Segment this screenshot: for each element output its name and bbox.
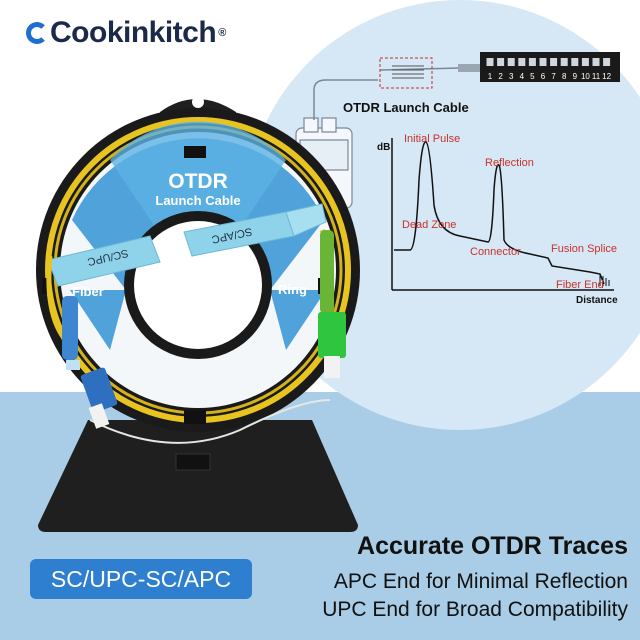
label-fusion-splice: Fusion Splice [551,243,617,255]
patch-port-label: 11 [592,72,601,81]
diagram-connector [458,64,480,72]
label-inner-glow [110,121,286,240]
patch-port-label: 4 [520,72,525,81]
patch-port [539,58,547,66]
label-dead-zone: Dead Zone [402,219,456,231]
patch-port [550,58,558,66]
tag-left: SC/UPC [47,235,161,287]
spool-subtitle: Launch Cable [155,193,240,208]
patch-port-label: 1 [488,72,493,81]
feature-line-apc: APC End for Minimal Reflection [333,570,628,593]
patch-port-label: 7 [551,72,556,81]
white-fiber [89,399,331,444]
patch-port [603,58,611,66]
logo-c-icon [26,22,48,44]
patch-port [560,58,568,66]
patch-port-label: 8 [562,72,567,81]
patch-port-label: 10 [581,72,590,81]
spool-right-word: Ring [278,282,307,297]
patch-port [592,58,600,66]
patch-port-label: 5 [530,72,535,81]
patch-panel [480,52,620,82]
brand-logo: Cookinkitch® [26,16,226,50]
label-lower-right [270,290,326,350]
label-reflection: Reflection [485,157,534,169]
label-initial-pulse: Initial Pulse [404,133,460,145]
patch-port-label: 3 [509,72,514,81]
patch-port-label: 2 [498,72,503,81]
spool-title: OTDR [168,170,228,193]
patch-port [518,58,526,66]
label-lower-left [70,290,126,350]
spool-hub [134,221,262,349]
label-fiber-end: Fiber End [556,279,604,291]
patch-port [497,58,505,66]
handle-hole [192,96,204,108]
clip-bottom [184,410,206,424]
stand-slot [175,453,211,471]
diagram-spool-box [379,57,433,89]
cable-label: OTDR Launch Cable [343,100,469,115]
feature-line-upc: UPC End for Broad Compatibility [322,598,628,621]
brand-name: Cookinkitch [50,16,217,49]
patch-port [507,58,515,66]
patch-port [486,58,494,66]
tag-right: SC/APC [183,203,327,257]
otdr-trace [394,141,605,285]
clip-left [42,278,50,294]
x-axis-label: Distance [576,295,618,306]
patch-port [528,58,536,66]
diagram-spool-lines [392,65,424,79]
connector-type-badge: SC/UPC-SC/APC [30,559,252,599]
spool-stand [38,420,358,532]
sc-apc-connector [318,230,346,378]
sc-upc-connector [62,296,118,429]
patch-port [571,58,579,66]
clip-top [184,146,206,158]
patch-port-label: 9 [573,72,578,81]
patch-port-label: 12 [602,72,611,81]
y-axis-label: dB [377,142,390,153]
headline: Accurate OTDR Traces [357,532,628,560]
brand-trademark: ® [218,27,226,39]
patch-port [581,58,589,66]
cable-to-panel [313,79,378,120]
label-connector: Connector [470,246,521,258]
spool-left-word: Fiber [72,284,104,299]
patch-port-label: 6 [541,72,546,81]
fiber-end-ticks [599,274,610,286]
